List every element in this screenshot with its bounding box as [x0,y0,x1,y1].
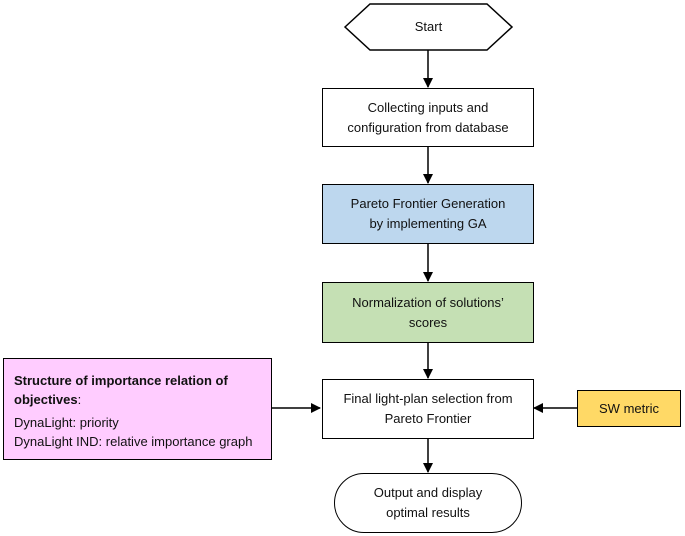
structure-title-line1: Structure of importance relation of [14,373,228,388]
start-label: Start [414,19,443,34]
start-shape [343,3,514,51]
pareto-line1: Pareto Frontier Generation [350,196,506,211]
sw-metric-box: SW metric [577,390,681,427]
output-terminal: Output and display optimal results [334,473,522,533]
structure-title-suffix: : [77,392,82,407]
pareto-generation-box: Pareto Frontier Generation by implementi… [322,184,534,244]
selection-line1: Final light-plan selection from [343,391,513,406]
normalize-line2: scores [408,314,448,330]
output-line2: optimal results [386,505,470,520]
importance-structure-box: Structure of importance relation of obje… [3,358,272,460]
selection-box: Final light-plan selection from Pareto F… [322,379,534,439]
normalization-box: Normalization of solutions’ scores [322,282,534,343]
collect-line1: Collecting inputs and [367,99,489,115]
collect-line2: configuration from database [347,119,509,135]
selection-line2: Pareto Frontier [384,411,472,426]
structure-item-priority: DynaLight: priority [14,415,119,430]
normalize-line1: Normalization of solutions’ [352,294,504,310]
structure-item-importance-graph: DynaLight IND: relative importance graph [14,434,253,449]
pareto-line2: by implementing GA [369,216,487,231]
collect-inputs-box: Collecting inputs and configuration from… [322,88,534,147]
output-line1: Output and display [373,485,483,500]
sw-metric-label: SW metric [599,400,659,416]
start-node: Start [345,4,512,50]
structure-title-line2: objectives [14,392,78,407]
